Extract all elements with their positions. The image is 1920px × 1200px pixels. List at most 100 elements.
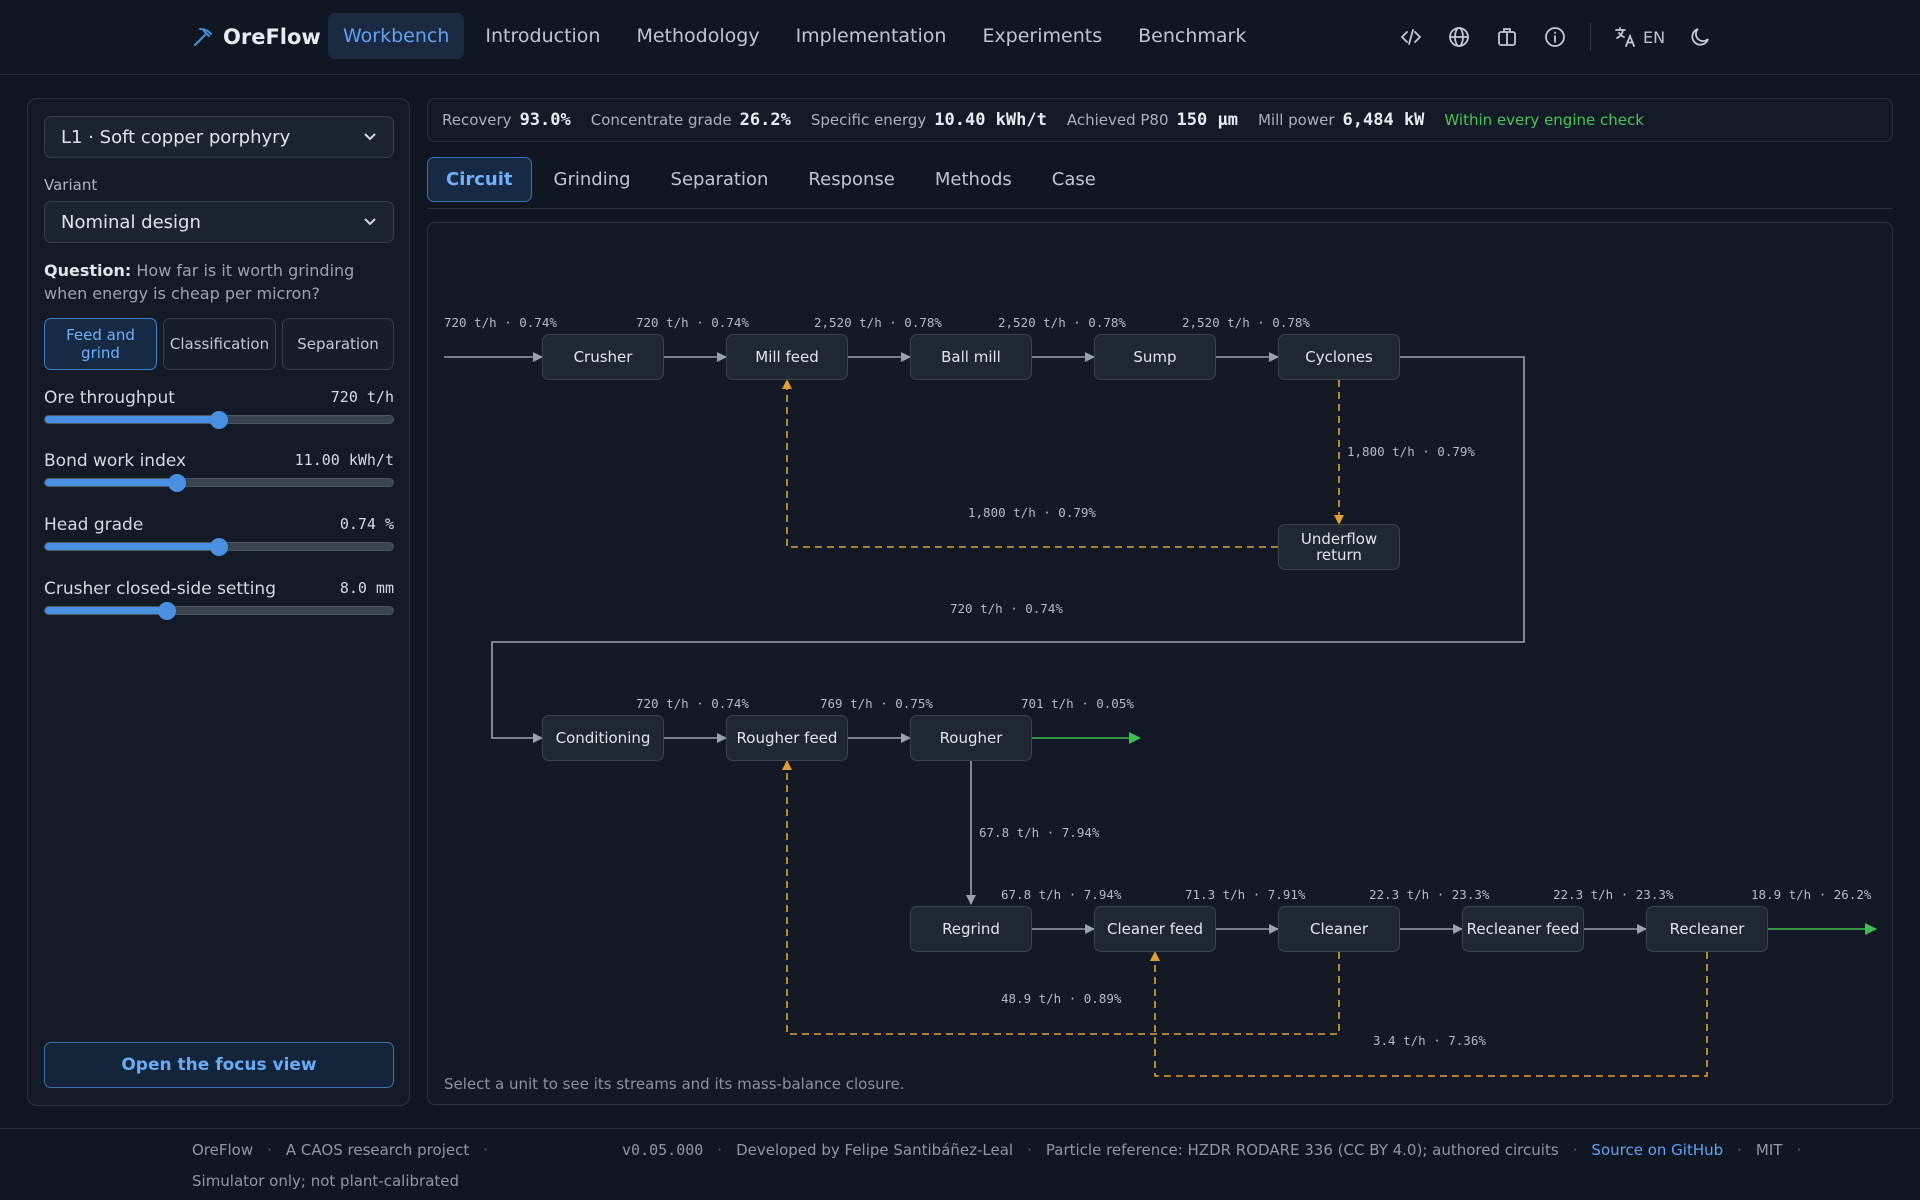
variant-label: Variant xyxy=(44,176,98,194)
globe-icon[interactable] xyxy=(1446,24,1472,50)
tab-separation[interactable]: Separation xyxy=(670,169,769,190)
footer-separator: · xyxy=(1027,1141,1032,1159)
info-icon[interactable] xyxy=(1542,24,1568,50)
chevron-down-icon xyxy=(364,133,376,141)
language-switcher[interactable]: EN xyxy=(1613,25,1665,49)
stream-cyclone-overflow[interactable] xyxy=(491,356,1525,743)
unit-cyclones[interactable]: Cyclones xyxy=(1278,334,1400,380)
tab-circuit[interactable]: Circuit xyxy=(427,157,532,202)
unit-recleaner-feed[interactable]: Recleaner feed xyxy=(1462,906,1584,952)
unit-ball-mill[interactable]: Ball mill xyxy=(910,334,1032,380)
slider-value: 0.74 % xyxy=(339,515,394,533)
segment-separation[interactable]: Separation xyxy=(282,318,394,370)
open-focus-view-button[interactable]: Open the focus view xyxy=(44,1042,394,1088)
unit-mill-feed[interactable]: Mill feed xyxy=(726,334,848,380)
stream-label: 67.8 t/h · 7.94% xyxy=(1001,887,1122,902)
slider-track[interactable] xyxy=(44,411,394,429)
slider-crusher-css: Crusher closed-side setting 8.0 mm xyxy=(44,579,394,629)
stream-label: 67.8 t/h · 7.94% xyxy=(979,825,1100,840)
variant-value: Nominal design xyxy=(61,211,201,233)
slider-value: 720 t/h xyxy=(330,388,394,406)
nav-methodology[interactable]: Methodology xyxy=(636,25,760,47)
language-code: EN xyxy=(1643,27,1666,47)
unit-cleaner-feed[interactable]: Cleaner feed xyxy=(1094,906,1216,952)
circuit-flowsheet: Crusher Mill feed Ball mill Sump Cyclone… xyxy=(427,222,1893,1105)
slider-value: 11.00 kWh/t xyxy=(294,451,394,469)
metric-label: Recovery xyxy=(442,111,512,129)
tab-grinding[interactable]: Grinding xyxy=(553,169,631,190)
stream-label: 2,520 t/h · 0.78% xyxy=(814,315,942,330)
source-on-github-link[interactable]: Source on GitHub xyxy=(1591,1141,1724,1159)
metric-value: 150 µm xyxy=(1176,110,1238,130)
slider-track[interactable] xyxy=(44,602,394,620)
slider-track[interactable] xyxy=(44,538,394,556)
stream-underflow-return[interactable] xyxy=(782,379,1278,548)
slider-label: Crusher closed-side setting xyxy=(44,579,276,599)
view-tabs: Circuit Grinding Separation Response Met… xyxy=(427,157,1893,209)
stream-cleaner-tails[interactable] xyxy=(782,760,1340,1035)
unit-crusher[interactable]: Crusher xyxy=(542,334,664,380)
stream-label: 720 t/h · 0.74% xyxy=(950,601,1063,616)
unit-conditioning[interactable]: Conditioning xyxy=(542,715,664,761)
tab-case[interactable]: Case xyxy=(1051,169,1096,190)
top-bar: OreFlow Workbench Introduction Methodolo… xyxy=(0,0,1920,75)
slider-thumb[interactable] xyxy=(157,602,176,620)
slider-thumb[interactable] xyxy=(168,474,187,492)
nav-introduction[interactable]: Introduction xyxy=(485,25,601,47)
segment-feed-and-grind[interactable]: Feed and grind xyxy=(44,318,157,370)
code-icon[interactable] xyxy=(1398,24,1424,50)
unit-cleaner[interactable]: Cleaner xyxy=(1278,906,1400,952)
stream-label: 769 t/h · 0.75% xyxy=(820,696,933,711)
nav-workbench[interactable]: Workbench xyxy=(328,13,465,59)
unit-rougher[interactable]: Rougher xyxy=(910,715,1032,761)
slider-fill xyxy=(45,543,219,550)
metric-specific-energy: Specific energy 10.40 kWh/t xyxy=(811,110,1047,130)
slider-track[interactable] xyxy=(44,474,394,492)
footer-reference: Particle reference: HZDR RODARE 336 (CC … xyxy=(1045,1141,1559,1159)
flowsheet-hint: Select a unit to see its streams and its… xyxy=(444,1075,905,1093)
stream-label: 22.3 t/h · 23.3% xyxy=(1369,887,1490,902)
question-text: How far is it worth grinding when energy… xyxy=(44,261,355,303)
segment-classification[interactable]: Classification xyxy=(163,318,276,370)
nav-implementation[interactable]: Implementation xyxy=(795,25,947,47)
nav-experiments[interactable]: Experiments xyxy=(982,25,1103,47)
unit-regrind[interactable]: Regrind xyxy=(910,906,1032,952)
stream-label: 1,800 t/h · 0.79% xyxy=(968,505,1096,520)
brand[interactable]: OreFlow xyxy=(191,20,321,54)
variant-select[interactable]: Nominal design xyxy=(44,201,394,243)
stream-label: 48.9 t/h · 0.89% xyxy=(1001,991,1122,1006)
stream-label: 3.4 t/h · 7.36% xyxy=(1373,1033,1486,1048)
tab-methods[interactable]: Methods xyxy=(934,169,1012,190)
engine-check-status: Within every engine check xyxy=(1444,111,1644,129)
metric-label: Specific energy xyxy=(810,111,927,129)
unit-underflow-return[interactable]: Underflow return xyxy=(1278,524,1400,570)
slider-thumb[interactable] xyxy=(210,411,228,429)
footer-separator: · xyxy=(483,1141,489,1159)
unit-rougher-feed[interactable]: Rougher feed xyxy=(726,715,848,761)
moon-icon[interactable] xyxy=(1687,24,1713,50)
nav-benchmark[interactable]: Benchmark xyxy=(1138,25,1247,47)
stream-recleaner-tails[interactable] xyxy=(1150,951,1708,1077)
briefcase-icon[interactable] xyxy=(1494,24,1520,50)
slider-fill xyxy=(45,479,178,486)
slider-fill xyxy=(45,607,167,614)
tab-response[interactable]: Response xyxy=(808,169,895,190)
question-label: Question: xyxy=(44,261,132,280)
unit-recleaner[interactable]: Recleaner xyxy=(1646,906,1768,952)
footer-separator: · xyxy=(1572,1141,1578,1159)
metric-value: 10.40 kWh/t xyxy=(934,110,1047,130)
scenario-select[interactable]: L1 · Soft copper porphyry xyxy=(44,116,394,158)
controls-panel: L1 · Soft copper porphyry Variant Nomina… xyxy=(27,98,410,1106)
unit-sump[interactable]: Sump xyxy=(1094,334,1216,380)
stream-label: 22.3 t/h · 23.3% xyxy=(1553,887,1674,902)
slider-label: Bond work index xyxy=(44,451,187,471)
metric-label: Concentrate grade xyxy=(590,111,732,129)
stream-label: 701 t/h · 0.05% xyxy=(1021,696,1134,711)
slider-thumb[interactable] xyxy=(210,538,228,556)
slider-label: Ore throughput xyxy=(44,388,175,408)
